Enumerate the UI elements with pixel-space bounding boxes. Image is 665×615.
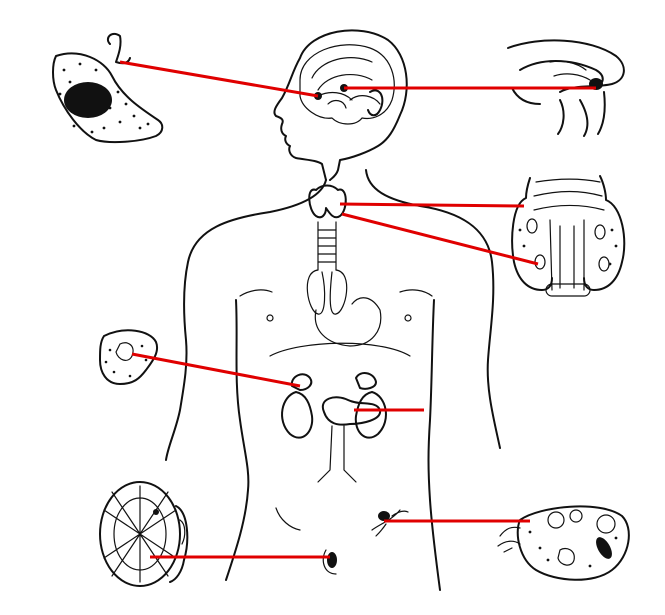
testis-spot [327, 552, 337, 568]
leader-lines [119, 60, 596, 559]
trachea-drawing [317, 221, 337, 271]
leader-pituitary [119, 60, 319, 98]
pituitary-inset-fill [64, 82, 112, 118]
vessels-drawing [317, 425, 357, 483]
chest-lines [239, 289, 433, 297]
testis-icon [99, 481, 189, 587]
adrenal-right [355, 372, 377, 390]
abdomen-lines [269, 342, 411, 357]
lungs-drawing [306, 269, 348, 315]
adrenal-left [290, 373, 313, 391]
thyroid-body [308, 184, 347, 219]
kidney-left [281, 391, 314, 439]
leader-adrenal [131, 352, 301, 388]
kidney-right [354, 391, 387, 439]
ovary-icon [497, 505, 630, 581]
head-outline [273, 29, 408, 181]
ovary-tube [375, 510, 409, 537]
ovary-spot [378, 511, 390, 521]
nipple-left [266, 314, 274, 322]
brain-drawing [299, 44, 395, 125]
thyroid-gland-icon [511, 175, 626, 297]
heart-drawing [314, 297, 382, 347]
parathyroid-gland-icon [526, 218, 610, 272]
pituitary-gland-icon [52, 32, 164, 144]
testis-outline [322, 549, 337, 575]
leader-thyroid [339, 202, 525, 208]
torso-outline [165, 169, 501, 461]
leader-parathyroid [341, 212, 539, 266]
adrenal-gland-icon [99, 329, 158, 385]
arm-lines [225, 299, 441, 591]
nipple-right [404, 314, 412, 322]
ear-outline [367, 89, 384, 117]
human-figure [165, 29, 501, 591]
